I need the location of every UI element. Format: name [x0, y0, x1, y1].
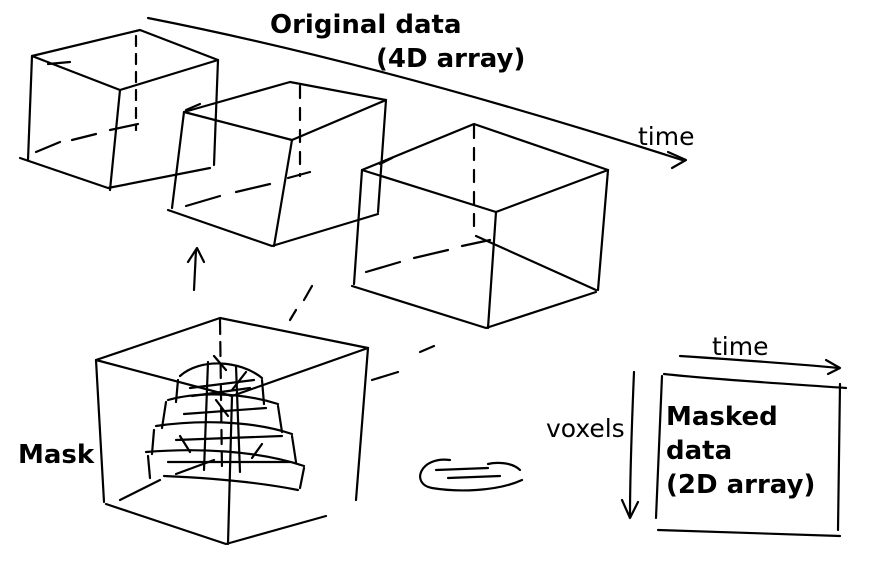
- cube-2: [166, 80, 388, 248]
- time-arrow-top: [146, 16, 688, 170]
- original-data-title: Original data: [270, 10, 462, 40]
- masked-data-line1: Masked: [666, 402, 778, 432]
- time-label-top: time: [638, 122, 695, 151]
- time-label-right: time: [712, 332, 769, 361]
- mask-label: Mask: [18, 440, 95, 470]
- cube-3: [350, 122, 610, 330]
- masked-data-line3: (2D array): [666, 470, 816, 500]
- time-arrow-right: [678, 354, 842, 376]
- original-data-subtitle: (4D array): [376, 44, 526, 74]
- cube-1: [18, 28, 220, 192]
- mask-cube: [94, 316, 370, 546]
- masked-data-line2: data: [666, 436, 733, 466]
- mask-inner-shape: [144, 354, 306, 492]
- voxels-arrow: [620, 370, 640, 520]
- link-marks: [186, 246, 436, 382]
- masked-data-box: [654, 372, 848, 538]
- bidirectional-arrow: [419, 458, 524, 492]
- voxels-label: voxels: [546, 414, 625, 443]
